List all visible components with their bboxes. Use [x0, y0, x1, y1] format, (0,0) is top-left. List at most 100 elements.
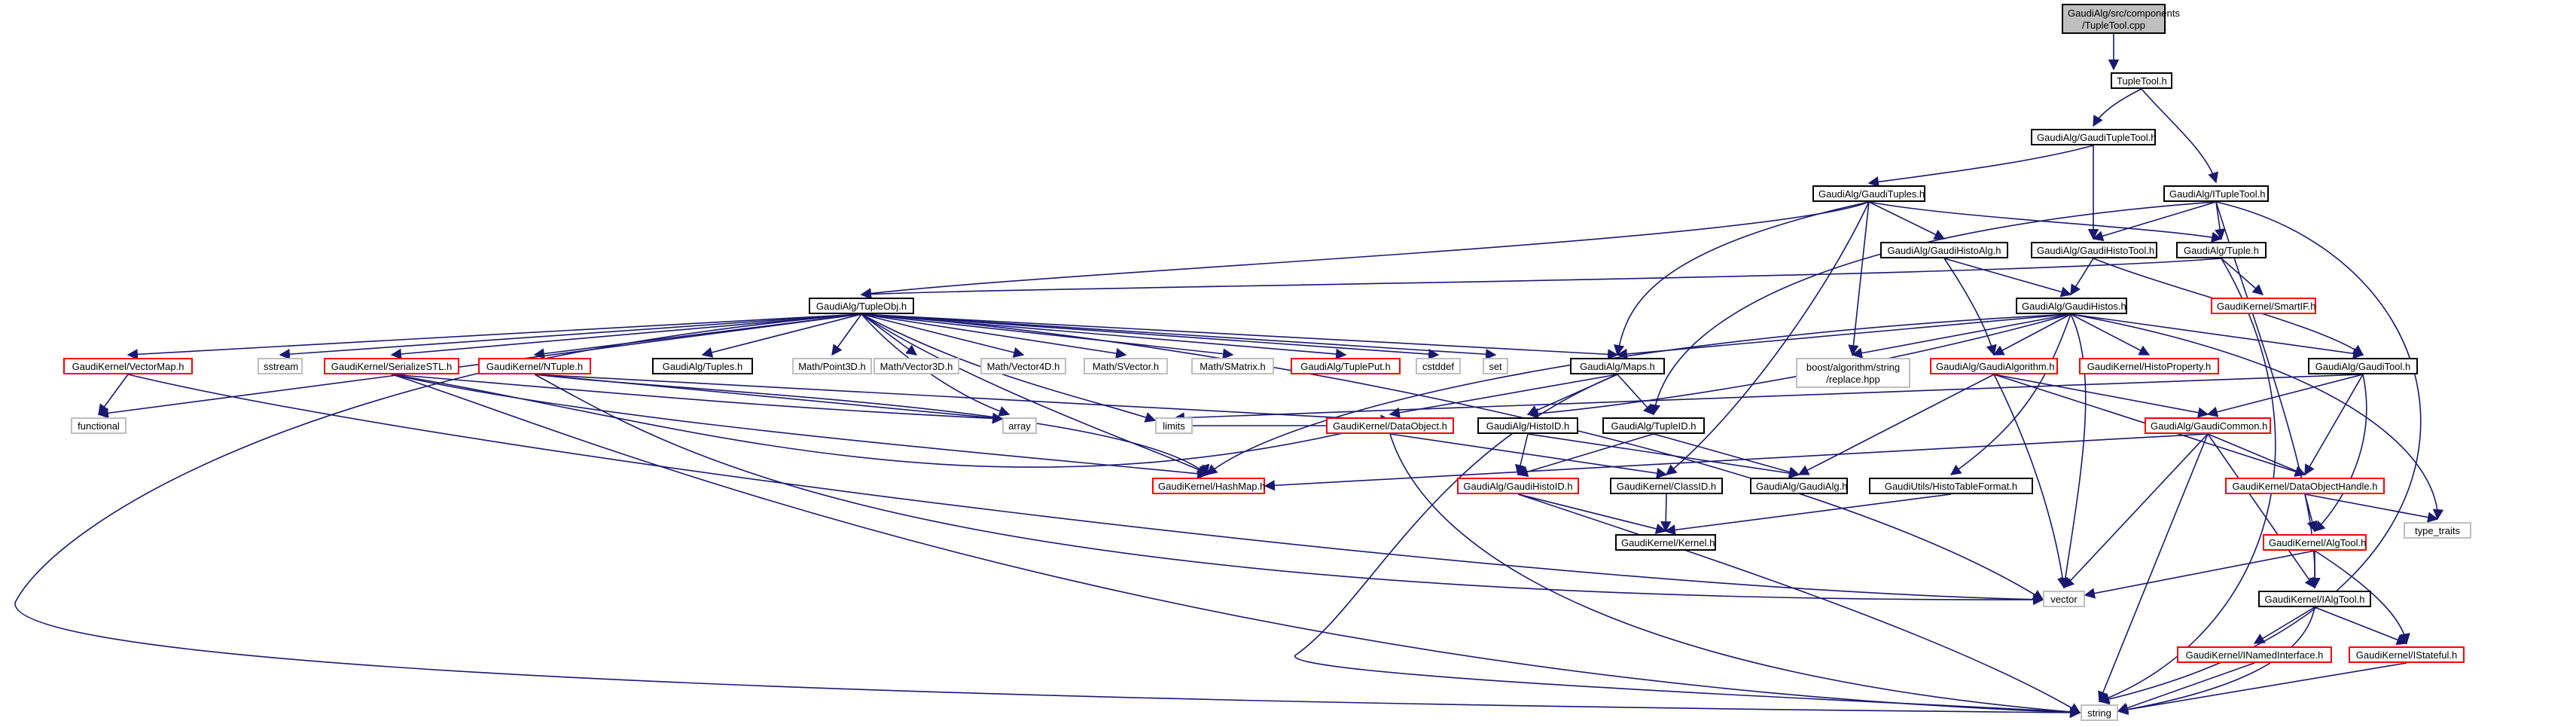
dependency-edge: [391, 374, 1209, 479]
dependency-edge: [2117, 662, 2255, 713]
node-algtool-h[interactable]: GaudiKernel/AlgTool.h: [2263, 534, 2367, 551]
node-dataobject-h[interactable]: GaudiKernel/DataObject.h: [1326, 417, 1454, 434]
node-gaudihistos-h[interactable]: GaudiAlg/GaudiHistos.h: [2016, 298, 2127, 314]
dependency-edge: [861, 313, 1619, 360]
dependency-edge: [1206, 313, 2071, 475]
node-boost-replace-hpp: boost/algorithm/string /replace.hpp: [1796, 358, 1910, 388]
dependency-edge: [2098, 201, 2422, 705]
node-hashmap-h[interactable]: GaudiKernel/HashMap.h: [1152, 478, 1265, 494]
node-cstddef: cstddef: [1416, 358, 1461, 374]
dependency-edge: [2207, 433, 2306, 476]
dependency-edge: [861, 313, 1157, 423]
node-kernel-h[interactable]: GaudiKernel/Kernel.h: [1615, 534, 1716, 551]
dependency-edge: [2221, 258, 2264, 295]
node-gaudihistoid-h[interactable]: GaudiAlg/GaudiHistoID.h: [1457, 478, 1579, 494]
dependency-edge: [1527, 433, 1800, 479]
dependency-edge: [2059, 313, 2087, 589]
dependency-edge: [2313, 374, 2367, 532]
dependency-edge: [14, 313, 2081, 719]
node-gaudialg-h[interactable]: GaudiAlg/GaudiAlg.h: [1750, 478, 1848, 494]
dependency-edge: [1527, 313, 2071, 420]
dependency-edge: [1868, 201, 1946, 240]
node-root-line1: GaudiAlg/src/components: [2068, 8, 2180, 19]
node-root-line2: /TupleTool.cpp: [2081, 20, 2146, 31]
dependency-edge: [1617, 374, 1654, 416]
node-tupleobj-h[interactable]: GaudiAlg/TupleObj.h: [809, 298, 914, 314]
dependency-edge: [1517, 493, 1667, 534]
dependency-edge: [2304, 374, 2364, 476]
node-type-traits: type_traits: [2404, 522, 2471, 539]
node-sstream: sstream: [258, 358, 303, 374]
dependency-edge: [534, 374, 1209, 475]
dependency-edge: [127, 374, 2044, 605]
dependency-edge: [1616, 313, 2071, 360]
node-vectormap-h[interactable]: GaudiKernel/VectorMap.h: [63, 358, 193, 374]
node-ialgtool-h[interactable]: GaudiKernel/IAlgTool.h: [2258, 591, 2371, 607]
node-tuples-h[interactable]: GaudiAlg/Tuples.h: [652, 358, 753, 374]
dependency-edge: [861, 313, 1127, 359]
dependency-edge: [1614, 201, 1870, 356]
node-smatrix-h: Math/SMatrix.h: [1191, 358, 1274, 374]
node-maps-h[interactable]: GaudiAlg/Maps.h: [1570, 358, 1665, 374]
node-functional: functional: [71, 417, 127, 434]
dependency-edge: [2070, 258, 2094, 296]
node-tuple-h[interactable]: GaudiAlg/Tuple.h: [2176, 242, 2267, 258]
dependency-edge: [861, 313, 1025, 358]
dependency-edge: [1993, 374, 2068, 589]
dependency-edge: [2314, 606, 2408, 645]
node-ituppletool-h[interactable]: GaudiAlg/ITupleTool.h: [2163, 185, 2269, 202]
node-boost-line1: boost/algorithm/string: [1806, 362, 1901, 373]
dependency-edge: [1665, 201, 1870, 475]
node-histotableformat-h[interactable]: GaudiUtils/HistoTableFormat.h: [1869, 478, 2033, 494]
node-gauditool-h[interactable]: GaudiAlg/GaudiTool.h: [2308, 358, 2418, 374]
node-gaudicommon-h[interactable]: GaudiAlg/GaudiCommon.h: [2145, 417, 2271, 434]
node-istateful-h[interactable]: GaudiKernel/IStateful.h: [2349, 646, 2465, 663]
dependency-edge: [2063, 433, 2209, 589]
node-gauditupletool-h[interactable]: GaudiAlg/GaudiTupleTool.h: [2031, 129, 2157, 145]
dependency-edge: [391, 374, 1004, 424]
dependency-edge: [2070, 313, 2444, 521]
dependency-edge: [1653, 433, 1800, 478]
dependency-edge: [2206, 374, 2364, 417]
node-array: array: [1002, 417, 1037, 434]
dependency-edge: [2304, 493, 2318, 533]
dependency-edge: [831, 313, 862, 356]
node-serializestl-h[interactable]: GaudiKernel/SerializeSTL.h: [324, 358, 459, 374]
node-tupleid-h[interactable]: GaudiAlg/TupleID.h: [1602, 417, 1705, 434]
dependency-edge: [2093, 88, 2142, 127]
node-gaudihistoalg-h[interactable]: GaudiAlg/GaudiHistoAlg.h: [1880, 242, 2008, 258]
dependency-edge: [1389, 433, 2081, 718]
dependency-edge: [2092, 201, 2217, 242]
node-vector4d-h: Math/Vector4D.h: [980, 358, 1066, 374]
node-histoproperty-h[interactable]: GaudiKernel/HistoProperty.h: [2079, 358, 2219, 374]
node-classid-h[interactable]: GaudiKernel/ClassID.h: [1610, 478, 1723, 494]
dependency-edge: [279, 313, 862, 360]
node-root-tupletool-cpp: GaudiAlg/src/components /TupleTool.cpp: [2062, 4, 2180, 34]
dependency-edge: [1517, 433, 1654, 478]
dependency-edge: [861, 313, 1497, 360]
dependency-edge: [1797, 374, 1995, 475]
dependency-edge: [1389, 433, 1668, 479]
dependency-edge: [861, 313, 1234, 359]
node-point3d-h: Math/Point3D.h: [792, 358, 872, 374]
dependency-edge: [2141, 88, 2219, 184]
dependency-edge: [1664, 493, 1952, 536]
dependency-edge: [2070, 313, 2364, 359]
node-gaudihistotool-h[interactable]: GaudiAlg/GaudiHistoTool.h: [2031, 242, 2157, 258]
node-gaudituples-h[interactable]: GaudiAlg/GaudiTuples.h: [1812, 185, 1925, 202]
node-ntuple-h[interactable]: GaudiKernel/NTuple.h: [478, 358, 591, 374]
dependency-edge: [861, 313, 1440, 360]
dependency-edge: [2304, 493, 2439, 523]
node-smartif-h[interactable]: GaudiKernel/SmartIF.h: [2211, 298, 2316, 314]
dependency-edge: [2070, 313, 2151, 356]
node-histoid-h[interactable]: GaudiAlg/HistoID.h: [1477, 417, 1578, 434]
node-inamedinterface-h[interactable]: GaudiKernel/INamedInterface.h: [2177, 646, 2332, 663]
dependency-edge: [1389, 374, 1618, 418]
dependency-edge: [861, 313, 2044, 600]
node-tupletool-h[interactable]: TupleTool.h: [2111, 72, 2172, 89]
node-gaudialgorithm-h[interactable]: GaudiAlg/GaudiAlgorithm.h: [1930, 358, 2058, 374]
dependency-edge: [1993, 374, 2209, 418]
dependency-edge: [2215, 201, 2226, 240]
node-dataobjecthandle-h[interactable]: GaudiKernel/DataObjectHandle.h: [2225, 478, 2385, 494]
node-tupleput-h[interactable]: GaudiAlg/TuplePut.h: [1291, 358, 1401, 374]
